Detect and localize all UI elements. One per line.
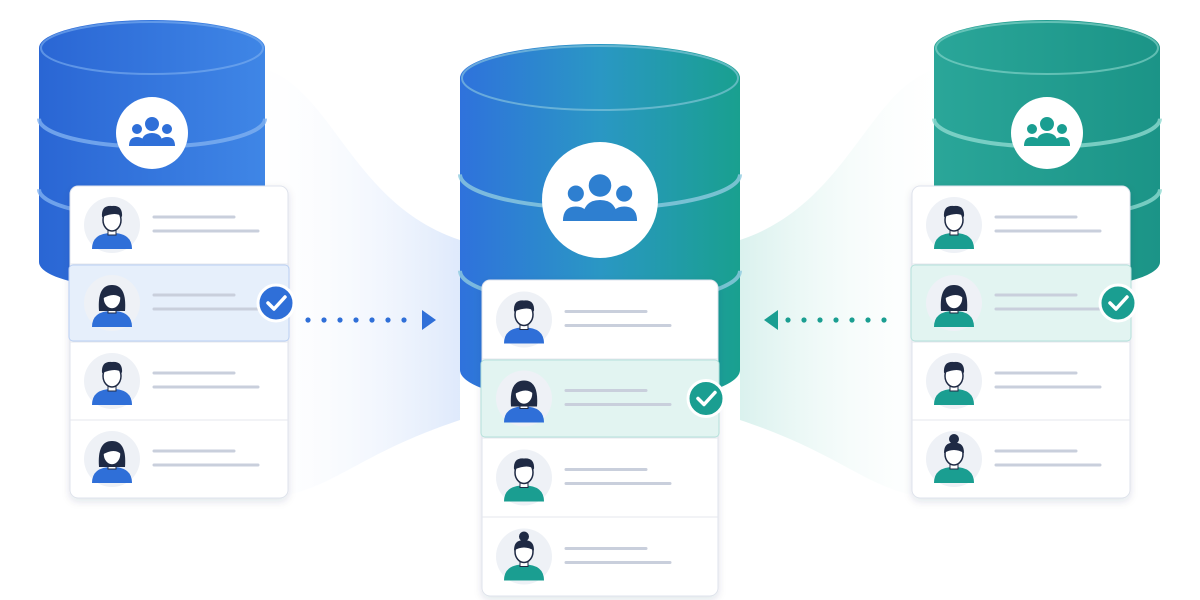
record-row[interactable] (926, 197, 1102, 253)
person-avatar-icon (84, 431, 140, 487)
users-icon (1011, 97, 1083, 169)
record-row[interactable] (480, 358, 726, 438)
record-row[interactable] (68, 263, 296, 342)
flow-right-background (740, 65, 960, 500)
dotted-arrow-right (305, 310, 436, 330)
person-avatar-icon (926, 353, 982, 409)
cylinder-top (934, 20, 1160, 76)
dotted-arrow-left (764, 310, 887, 330)
record-row[interactable] (70, 341, 288, 409)
check-icon (256, 283, 296, 323)
record-row[interactable] (84, 197, 260, 253)
cylinder-top (460, 44, 740, 112)
record-row[interactable] (912, 419, 1130, 487)
person-avatar-icon (496, 449, 552, 506)
person-avatar-icon (926, 275, 982, 331)
record-row[interactable] (912, 341, 1130, 409)
record-list-center (480, 279, 726, 597)
arrowhead-icon (764, 310, 778, 330)
cylinder-top (39, 20, 265, 76)
record-list-left (68, 185, 296, 499)
connectors (305, 310, 887, 330)
person-avatar-icon (496, 528, 552, 585)
users-icon (542, 142, 658, 258)
person-avatar-icon (496, 370, 552, 427)
users-icon (116, 97, 188, 169)
person-avatar-icon (926, 197, 982, 253)
record-cards (68, 185, 1138, 597)
database-center (458, 44, 742, 404)
check-icon (686, 379, 726, 418)
person-avatar-icon (926, 431, 982, 487)
record-row[interactable] (70, 419, 288, 487)
record-row[interactable] (482, 437, 718, 506)
record-row[interactable] (910, 263, 1138, 342)
record-row[interactable] (482, 516, 718, 585)
person-avatar-icon (84, 197, 140, 253)
person-avatar-icon (84, 353, 140, 409)
record-row[interactable] (496, 291, 672, 348)
person-avatar-icon (496, 291, 552, 348)
person-avatar-icon (84, 275, 140, 331)
flow-left-background (240, 65, 460, 500)
check-icon (1098, 283, 1138, 323)
arrowhead-icon (422, 310, 436, 330)
record-list-right (910, 185, 1138, 499)
